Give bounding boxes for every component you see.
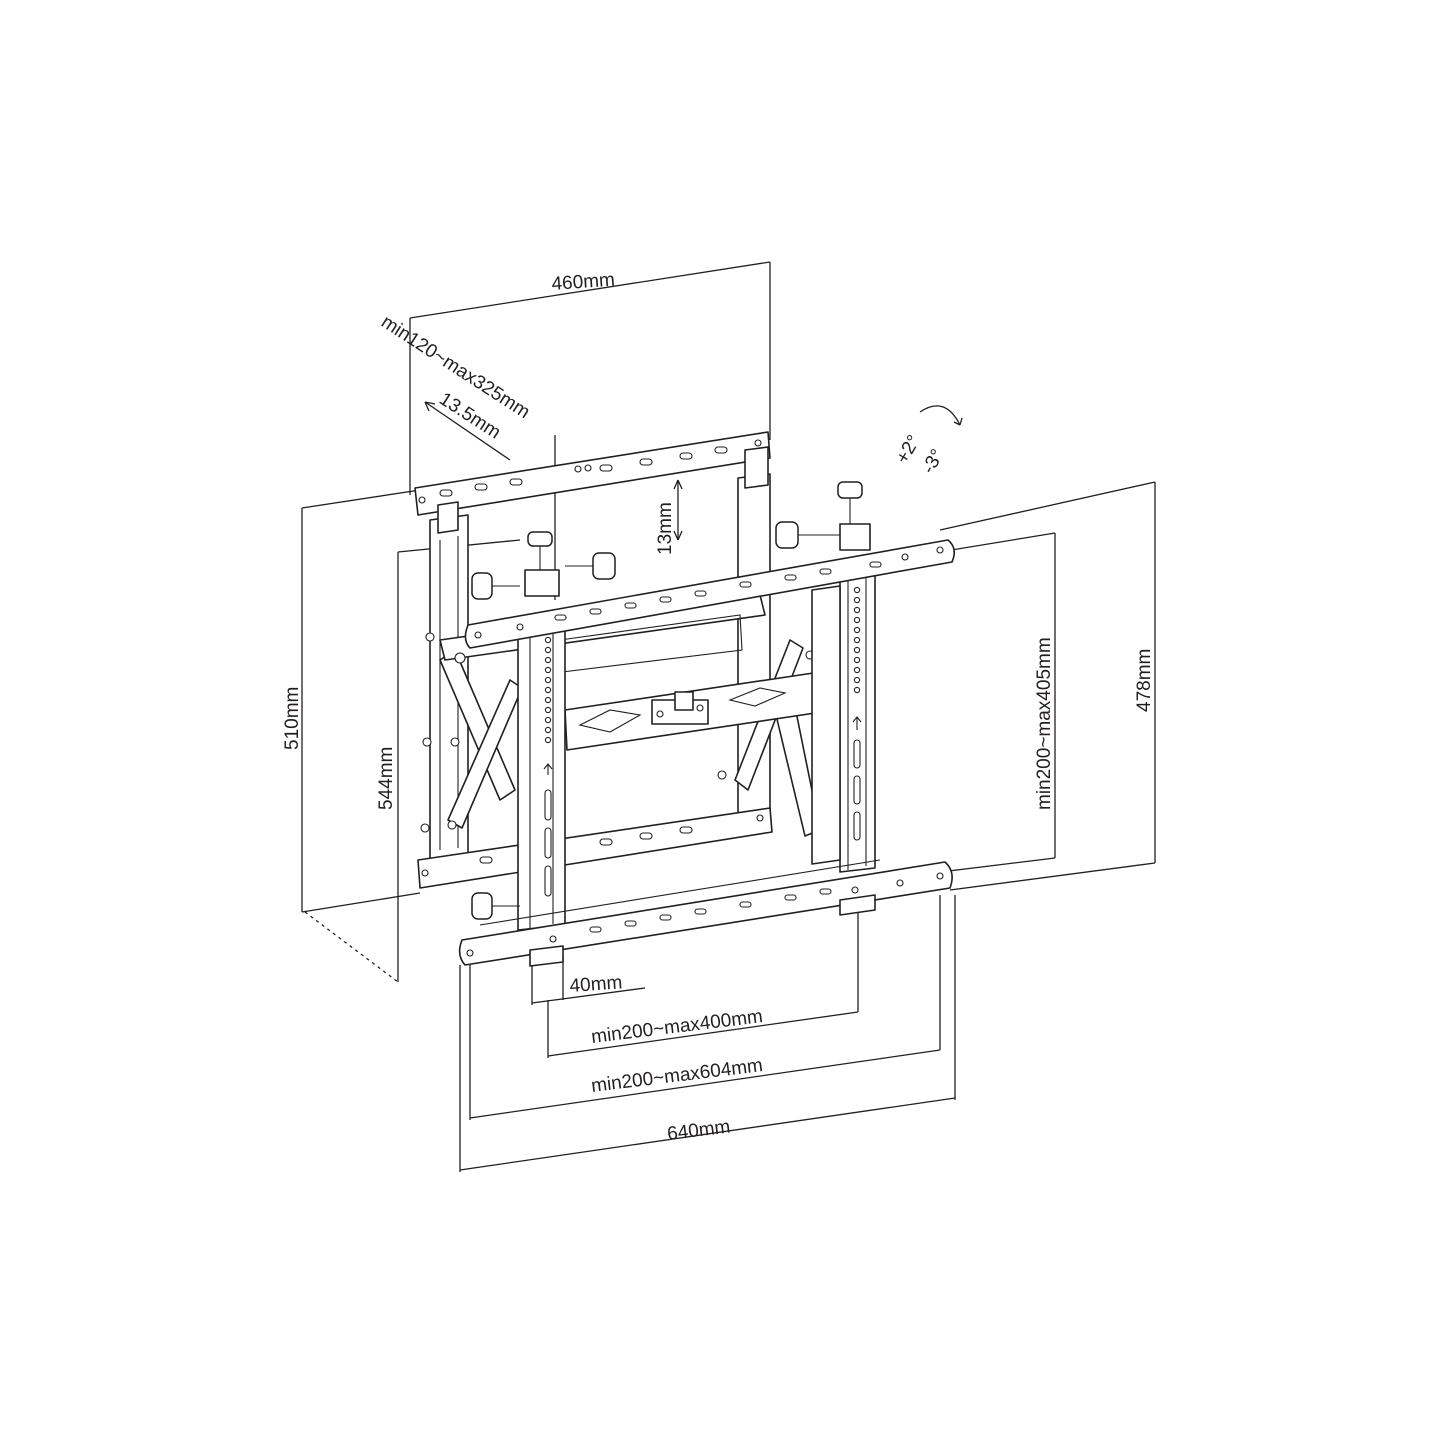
label-overall-height: 478mm <box>1134 649 1155 712</box>
knob-top-left <box>524 531 560 597</box>
front-top-rail <box>464 539 956 649</box>
bottom-rail-slots <box>421 814 764 877</box>
adjustment-knobs <box>471 481 871 920</box>
front-bottom-rail <box>458 859 953 967</box>
top-rail-slots <box>418 439 762 504</box>
knob-top-right-side <box>775 521 840 549</box>
wall-plate-rear <box>414 431 773 889</box>
knob-bottom-left <box>471 892 520 920</box>
label-width-top: 460mm <box>551 270 616 295</box>
label-vesa-horizontal-outer: min200~max604mm <box>590 1055 764 1097</box>
label-tilt-down: -3° <box>918 446 948 478</box>
label-frame-height: 544mm <box>376 747 397 810</box>
label-wall-height: 510mm <box>282 687 303 750</box>
label-vesa-horizontal-inner: min200~max400mm <box>590 1006 764 1048</box>
label-arm-offset: 40mm <box>569 972 623 997</box>
label-vertical-travel: 13mm <box>655 502 676 555</box>
knob-top-right <box>837 481 871 551</box>
label-overall-width: 640mm <box>666 1116 731 1145</box>
knob-left-side <box>471 572 520 600</box>
left-bracket-holes <box>544 636 552 744</box>
right-bracket-holes <box>853 586 861 694</box>
label-vesa-vertical: min200~max405mm <box>1034 637 1055 810</box>
front-left-bracket <box>517 614 566 931</box>
front-right-bracket <box>811 559 876 873</box>
knob-top-left-side <box>565 552 616 580</box>
